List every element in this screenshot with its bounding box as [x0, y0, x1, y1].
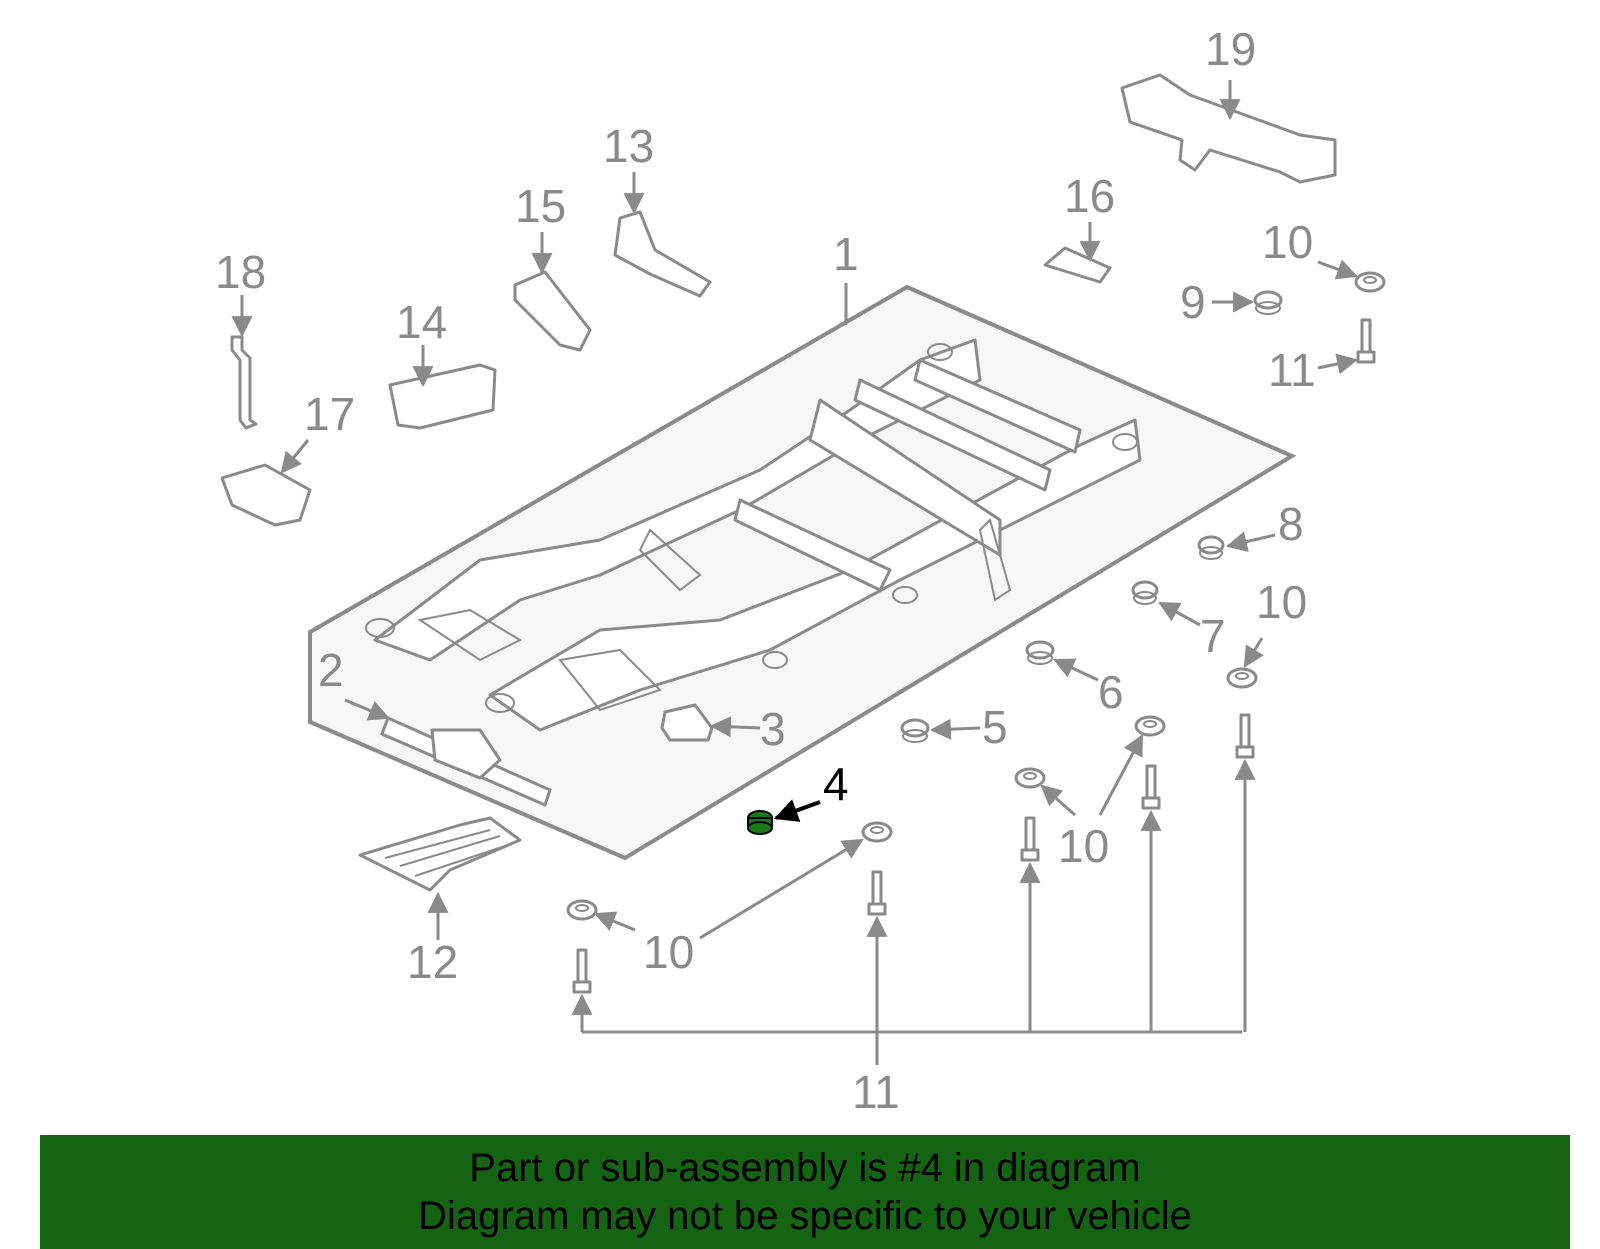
callout-7: 7 — [1200, 610, 1226, 662]
part-11-bolt-e — [572, 948, 592, 994]
part-17-bracket — [220, 463, 312, 527]
callout-6: 6 — [1098, 666, 1124, 718]
part-14-mount-bracket — [388, 363, 497, 430]
part-16-bracket — [1043, 246, 1112, 284]
part-2-crossmember-tube — [380, 716, 552, 807]
callout-18: 18 — [215, 246, 266, 298]
part-10-washer-e — [861, 821, 893, 843]
part-5-cushion — [900, 718, 930, 743]
callout-11-b: 11 — [852, 1066, 900, 1118]
callout-9: 9 — [1180, 276, 1206, 328]
part-11-bolt-a — [1235, 713, 1255, 759]
bolt-parts — [572, 318, 1376, 994]
part-11-bolt-c — [1020, 816, 1040, 862]
part-10-washer-b — [1226, 667, 1258, 689]
part-6-cushion — [1025, 640, 1055, 665]
part-11-bolt-d — [867, 870, 887, 916]
callout-14: 14 — [396, 296, 447, 348]
part-11-bolt-b — [1141, 764, 1161, 810]
callout-10-b: 10 — [1256, 576, 1307, 628]
callout-5: 5 — [982, 701, 1008, 753]
part-18-rod — [230, 335, 258, 430]
callout-19: 19 — [1205, 23, 1256, 75]
frame-assembly — [365, 338, 1142, 732]
callout-2: 2 — [318, 644, 344, 696]
callout-13: 13 — [603, 120, 654, 172]
callout-11-a: 11 — [1268, 344, 1316, 396]
callout-15: 15 — [515, 180, 566, 232]
callout-8: 8 — [1278, 498, 1304, 550]
callout-4-highlighted: 4 — [823, 758, 849, 810]
callout-16: 16 — [1064, 170, 1115, 222]
callout-labels: 1 2 3 4 5 6 7 8 9 10 10 10 10 10 11 11 1… — [215, 23, 1316, 1118]
part-8-cushion — [1197, 535, 1225, 560]
part-4-body-mount-highlighted — [747, 810, 773, 835]
callout-10-c: 10 — [1058, 820, 1109, 872]
banner-line-1: Part or sub-assembly is #4 in diagram — [469, 1146, 1141, 1190]
info-banner: Part or sub-assembly is #4 in diagram Di… — [40, 1135, 1570, 1249]
part-10-washer-f — [566, 899, 598, 921]
part-15-bracket — [513, 270, 592, 352]
cushion-parts — [566, 271, 1386, 921]
callout-12: 12 — [407, 936, 458, 988]
part-11-bolt-top — [1356, 318, 1376, 364]
callout-10-d: 10 — [643, 926, 694, 978]
part-7-cushion — [1131, 580, 1159, 605]
part-10-washer-a — [1354, 271, 1386, 293]
part-10-washer-c — [1134, 715, 1166, 737]
part-10-washer-d — [1014, 767, 1046, 789]
part-13-bracket — [613, 210, 712, 298]
callout-1: 1 — [833, 228, 859, 280]
part-19-crossmember — [1120, 73, 1337, 184]
callout-17: 17 — [304, 388, 355, 440]
callout-10-a: 10 — [1262, 216, 1313, 268]
part-3-bracket — [660, 703, 714, 742]
banner-line-2: Diagram may not be specific to your vehi… — [418, 1194, 1192, 1238]
leader-lines — [231, 80, 1359, 1065]
part-9-cushion — [1253, 290, 1283, 315]
callout-3: 3 — [760, 703, 786, 755]
